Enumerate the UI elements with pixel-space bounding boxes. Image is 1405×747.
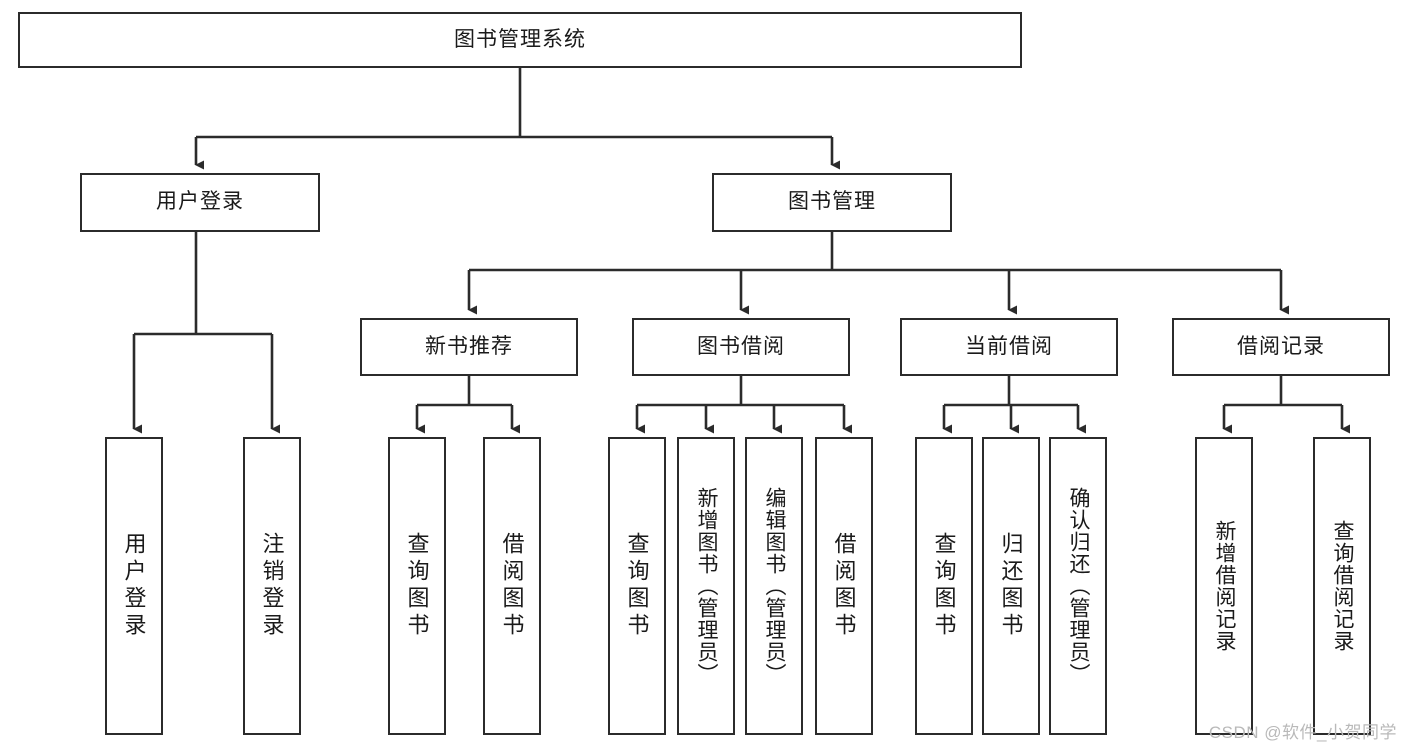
node-book-management[interactable]: 图书管理 <box>712 173 952 232</box>
node-leaf-user-login[interactable]: 用户登录 <box>105 437 163 735</box>
node-leaf-confirm-return-admin[interactable]: 确认归还（管理员） <box>1049 437 1107 735</box>
node-leaf-borrow-book-recommend[interactable]: 借阅图书 <box>483 437 541 735</box>
node-leaf-query-borrow-record[interactable]: 查询借阅记录 <box>1313 437 1371 735</box>
node-leaf-add-borrow-record[interactable]: 新增借阅记录 <box>1195 437 1253 735</box>
node-leaf-return-book[interactable]: 归还图书 <box>982 437 1040 735</box>
node-label: 用户登录 <box>121 532 147 640</box>
node-root-book-management-system[interactable]: 图书管理系统 <box>18 12 1022 68</box>
node-label: 查询图书 <box>404 532 430 640</box>
node-label: 注销登录 <box>259 532 285 640</box>
node-label: 用户登录 <box>156 190 244 214</box>
node-label: 查询图书 <box>931 532 957 640</box>
node-book-borrow[interactable]: 图书借阅 <box>632 318 850 376</box>
node-label: 新书推荐 <box>425 334 513 358</box>
node-user-login[interactable]: 用户登录 <box>80 173 320 232</box>
node-label: 确认归还（管理员） <box>1067 487 1091 685</box>
node-label: 归还图书 <box>998 532 1024 640</box>
node-label: 新增借阅记录 <box>1213 520 1237 652</box>
node-label: 编辑图书（管理员） <box>763 487 787 685</box>
node-leaf-logout[interactable]: 注销登录 <box>243 437 301 735</box>
node-new-book-recommend[interactable]: 新书推荐 <box>360 318 578 376</box>
node-leaf-query-book-current[interactable]: 查询图书 <box>915 437 973 735</box>
node-label: 查询借阅记录 <box>1331 520 1355 652</box>
node-leaf-query-book-recommend[interactable]: 查询图书 <box>388 437 446 735</box>
node-label: 图书借阅 <box>697 334 785 358</box>
node-label: 当前借阅 <box>965 334 1053 358</box>
node-label: 借阅记录 <box>1237 334 1325 358</box>
node-label: 查询图书 <box>624 532 650 640</box>
node-leaf-query-book-borrow[interactable]: 查询图书 <box>608 437 666 735</box>
node-label: 借阅图书 <box>499 532 525 640</box>
node-label: 图书管理系统 <box>454 27 586 51</box>
node-leaf-edit-book-admin[interactable]: 编辑图书（管理员） <box>745 437 803 735</box>
node-label: 新增图书（管理员） <box>695 487 719 685</box>
node-leaf-borrow-book[interactable]: 借阅图书 <box>815 437 873 735</box>
node-borrow-record[interactable]: 借阅记录 <box>1172 318 1390 376</box>
node-label: 图书管理 <box>788 190 876 214</box>
node-leaf-add-book-admin[interactable]: 新增图书（管理员） <box>677 437 735 735</box>
node-current-borrow[interactable]: 当前借阅 <box>900 318 1118 376</box>
node-label: 借阅图书 <box>831 532 857 640</box>
